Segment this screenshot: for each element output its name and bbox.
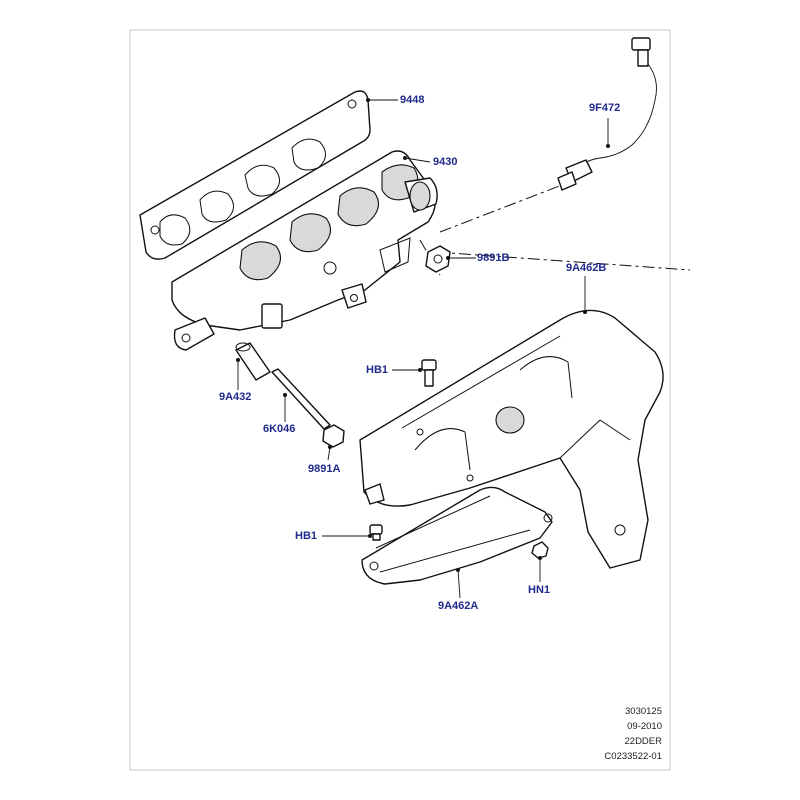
- footer-ref-line-4: C0233522-01: [604, 751, 662, 762]
- spacer-sleeve: [235, 342, 271, 381]
- callout-9448: 9448: [400, 94, 425, 106]
- bolt-hb1-upper-part: [421, 359, 437, 387]
- lower-heat-shield: [361, 486, 553, 585]
- nut-9891b-part: [425, 245, 451, 273]
- callout-9a462a: 9A462A: [438, 600, 479, 612]
- callout-9891a: 9891A: [308, 463, 341, 475]
- nut-9891a-part: [322, 424, 345, 448]
- callout-hb1-upper: HB1: [366, 364, 389, 376]
- leader-lines: [236, 98, 610, 599]
- callout-9430: 9430: [433, 156, 458, 168]
- footer-ref-line-3: 22DDER: [624, 736, 663, 747]
- callout-9a432: 9A432: [219, 391, 252, 403]
- callout-hn1: HN1: [528, 584, 551, 596]
- alignment-line-shield: [435, 251, 691, 271]
- frame-border: [129, 29, 671, 771]
- footer-ref-line-1: 3030125: [625, 706, 662, 717]
- oxygen-sensor: [557, 37, 657, 191]
- alignment-line-sensor: [439, 184, 563, 233]
- upper-heat-shield: [359, 309, 664, 569]
- callout-9f472: 9F472: [589, 102, 621, 114]
- callout-9891b: 9891B: [477, 252, 510, 264]
- footer-ref-line-2: 09-2010: [627, 721, 662, 732]
- nut-hn1-part: [531, 541, 549, 559]
- exhaust-manifold-gasket: [139, 90, 371, 260]
- callout-9a462b: 9A462B: [566, 262, 607, 274]
- callout-6k046: 6K046: [263, 423, 296, 435]
- callout-hb1-lower: HB1: [295, 530, 318, 542]
- exhaust-manifold: [171, 150, 438, 351]
- bolt-hb1-lower-part: [369, 524, 383, 541]
- stud: [271, 368, 331, 430]
